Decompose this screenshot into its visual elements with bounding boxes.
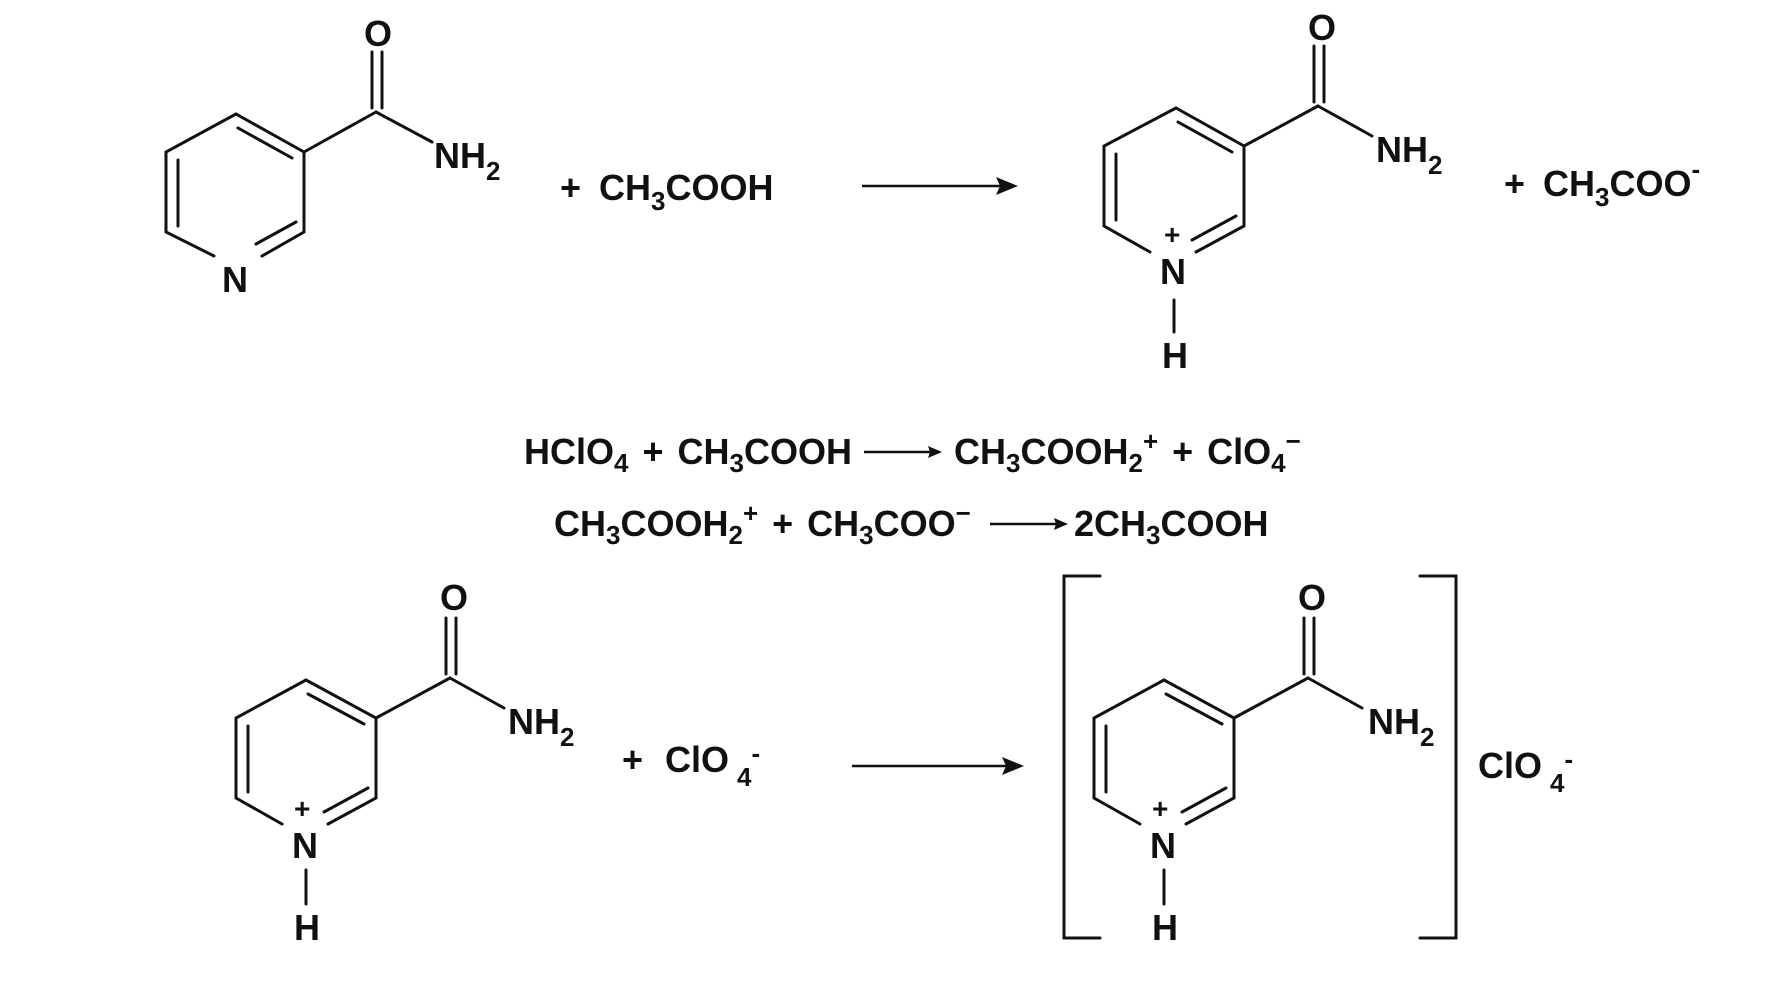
carbonyl-oxygen: O: [364, 13, 392, 54]
ring-nitrogen: N: [1160, 251, 1186, 292]
equation-1-right: CH3COOH2++ClO4−: [954, 426, 1301, 478]
equation-2-left: CH3COOH2++CH3COO−: [554, 498, 971, 550]
amide-nitrogen: NH2: [434, 135, 500, 186]
reaction1-reagent: +CH3COOH: [560, 167, 774, 216]
positive-charge: +: [294, 793, 310, 824]
ring-nitrogen: N: [292, 825, 318, 866]
carbonyl-oxygen: O: [1308, 7, 1336, 48]
amide-nitrogen: NH2: [1368, 701, 1434, 752]
nicotinamide-reactant: O NH2 N: [164, 13, 500, 300]
reaction1-arrow: [862, 177, 1018, 195]
nicotinamidium-perchlorate-salt: O NH2 + N H: [1062, 574, 1458, 948]
nicotinamidium-product: O NH2 + N H: [1102, 7, 1442, 376]
positive-charge: +: [1152, 793, 1168, 824]
n-hydrogen: H: [1162, 335, 1188, 376]
equation-2-right: 2CH3COOH: [1074, 503, 1269, 550]
reaction2-arrow: [852, 757, 1024, 775]
nicotinamidium-reactant: O NH2 + N H: [234, 577, 574, 948]
ring-nitrogen: N: [1150, 825, 1176, 866]
carbonyl-oxygen: O: [1298, 577, 1326, 618]
n-hydrogen: H: [294, 907, 320, 948]
positive-charge: +: [1164, 219, 1180, 250]
equation-1-left: HClO4+CH3COOH: [524, 431, 852, 478]
acetate-product: +CH3COO-: [1504, 154, 1700, 212]
equation-2-arrow: [990, 518, 1068, 530]
amide-nitrogen: NH2: [508, 701, 574, 752]
equation-1-arrow: [864, 446, 942, 458]
carbonyl-oxygen: O: [440, 577, 468, 618]
ring-nitrogen: N: [222, 259, 248, 300]
amide-nitrogen: NH2: [1376, 129, 1442, 180]
n-hydrogen: H: [1152, 907, 1178, 948]
